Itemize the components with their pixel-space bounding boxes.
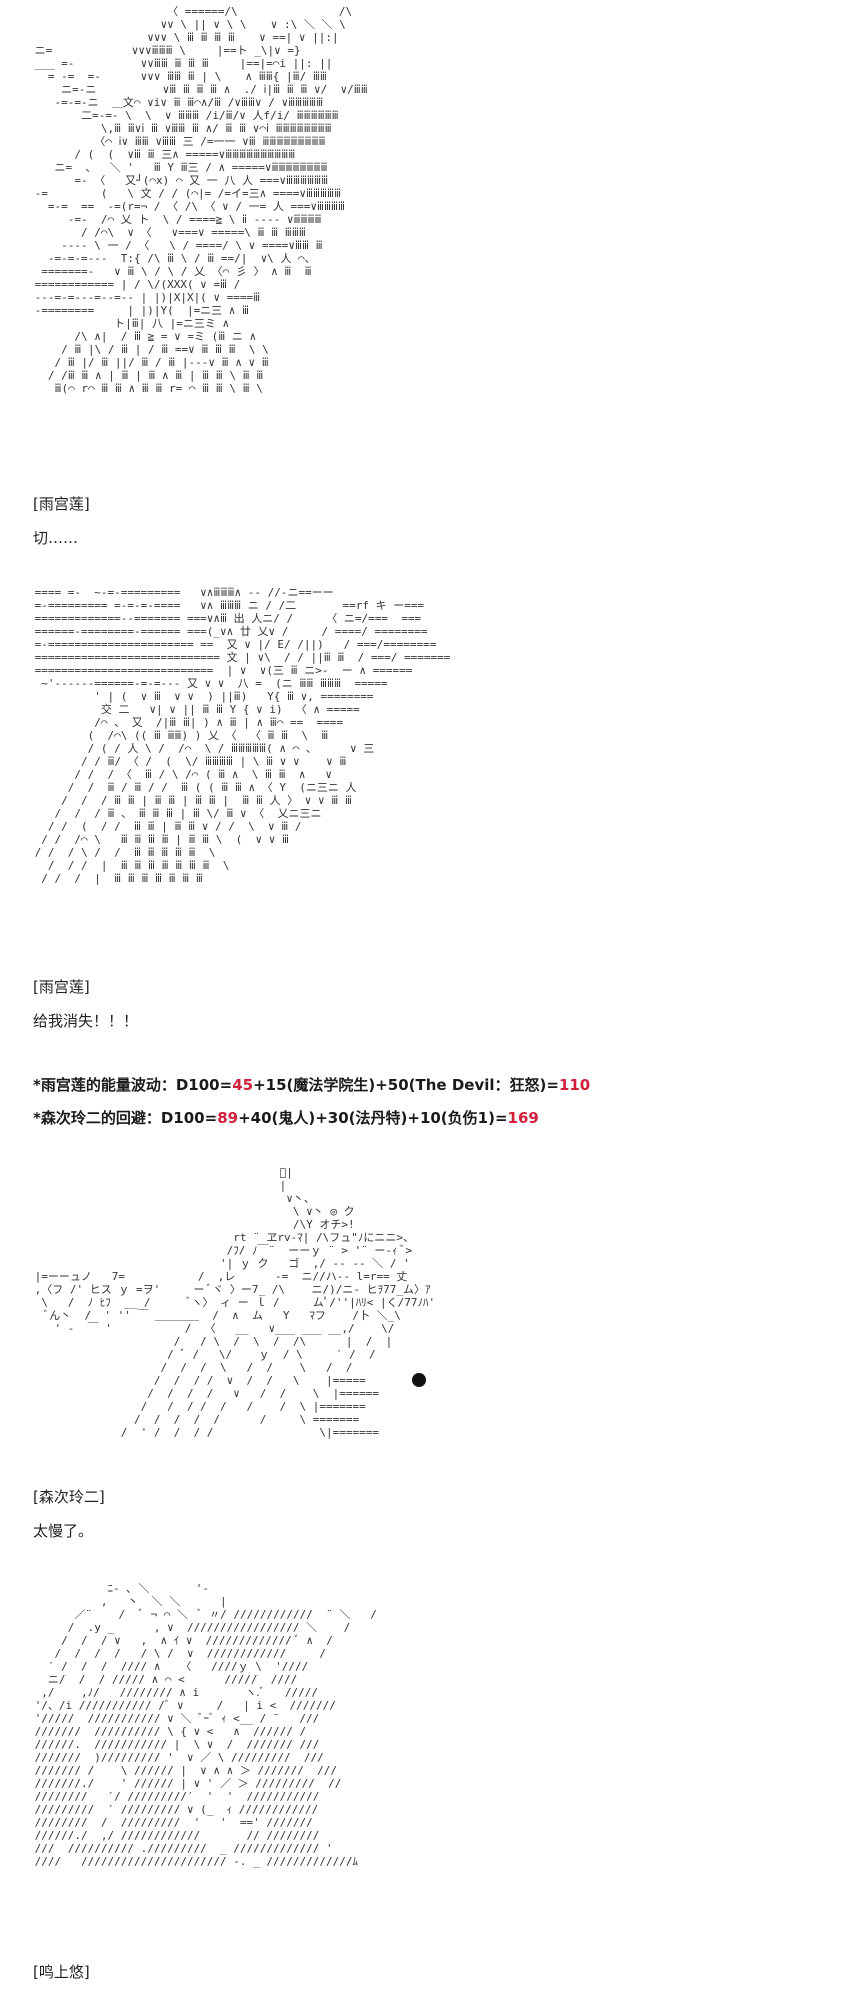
dialogue-line: 切……: [33, 529, 79, 547]
ascii-art-amamiya-1: 〈 ======/\ /\ ∨∨ \ || ∨ \ \ ∨ :\ ＼ ＼ \ ∨…: [34, 5, 368, 395]
dialogue-line: 给我消失！！！: [33, 1012, 139, 1030]
speaker-label: [森次玲二]: [33, 1488, 105, 1506]
dialogue-line: 太慢了。: [33, 1522, 94, 1540]
roll-total: 110: [558, 1076, 591, 1094]
ascii-art-moritsugu: ゙| | ∨丶、 \ ∨丶 ◎ ク /\Y オチ>!: [34, 1166, 436, 1439]
ascii-art-narukami: ﾆ‐ ､ ＼ '‐ , 丶 ＼ ＼ | ／¨ / ﾞ ¬ ⌒ ＼ ﾞ 〃/ //…: [34, 1582, 377, 1868]
roll-value: 45: [232, 1076, 254, 1094]
roll-value: 89: [217, 1109, 239, 1127]
speaker-label: [鸣上悠]: [33, 1963, 90, 1981]
speaker-label: [雨宫莲]: [33, 495, 90, 513]
roll-result-amamiya: *雨宫莲的能量波动：D100=45+15(魔法学院生)+50(The Devil…: [33, 1076, 591, 1094]
black-dot: [412, 1373, 426, 1387]
speaker-label: [雨宫莲]: [33, 978, 90, 996]
ascii-art-amamiya-2: ==== =- ~-=-========= ∨∧ⅲⅲⅲ∧ -- //-ニ==ーー…: [34, 586, 451, 885]
roll-result-moritsugu: *森次玲二的回避：D100=89+40(鬼人)+30(法丹特)+10(负伤1)=…: [33, 1109, 539, 1127]
roll-total: 169: [507, 1109, 539, 1127]
